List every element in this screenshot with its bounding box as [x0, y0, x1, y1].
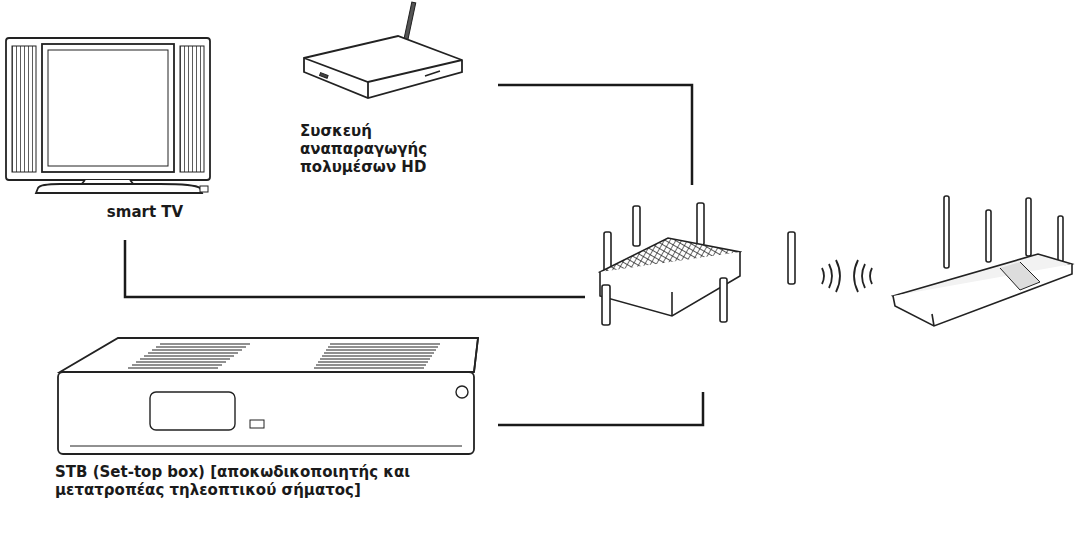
tv-illustration — [6, 38, 210, 193]
vent-line — [140, 358, 230, 359]
vent-line — [148, 352, 238, 353]
vent-line — [152, 349, 242, 350]
media-player-illustration — [304, 2, 462, 98]
vent-line — [320, 358, 430, 359]
vent-line — [324, 352, 434, 353]
device-label-text: Συσκευή αναπαραγωγής πολυμέσων HD — [300, 122, 492, 176]
bridge-router-illustration — [600, 203, 795, 325]
vent-line — [330, 343, 440, 344]
device-label-text: smart TV — [70, 203, 220, 221]
vent-line — [156, 346, 246, 347]
cable — [498, 85, 692, 185]
vent-line — [328, 346, 438, 347]
device-label: Συσκευή αναπαραγωγής πολυμέσων HD — [300, 122, 492, 176]
device-label-text: STB (Set-top box) [αποκωδικοποιητής και … — [55, 463, 485, 499]
router-illustration — [893, 196, 1072, 326]
device-label: smart TV — [70, 203, 220, 221]
cable — [498, 392, 703, 425]
wireless-waves — [822, 260, 872, 292]
vent-line — [314, 367, 424, 368]
stb-illustration — [58, 338, 478, 454]
vent-line — [318, 361, 428, 362]
vent-lines — [128, 344, 440, 368]
device-label: STB (Set-top box) [αποκωδικοποιητής και … — [55, 463, 485, 499]
vent-line — [132, 364, 222, 365]
vent-line — [316, 364, 426, 365]
vent-line — [322, 355, 432, 356]
cable — [125, 240, 585, 297]
vent-line — [136, 361, 226, 362]
vent-line — [144, 355, 234, 356]
vent-line — [160, 343, 250, 344]
vent-line — [326, 349, 436, 350]
vent-line — [128, 367, 218, 368]
